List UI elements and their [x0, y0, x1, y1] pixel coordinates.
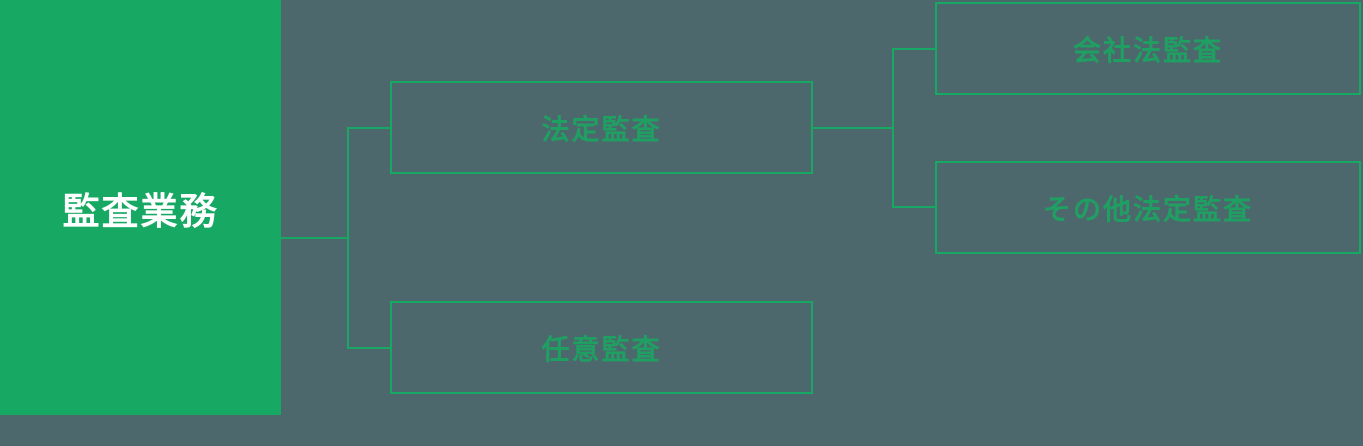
node-audit-services: 監査業務 — [0, 0, 281, 415]
connector-voluntary-branch — [349, 347, 390, 349]
node-other-statutory-audit-label: その他法定監査 — [1042, 193, 1253, 225]
node-companies-act-audit-label: 会社法監査 — [1072, 34, 1223, 66]
connector-companies-act-branch — [894, 48, 935, 50]
node-other-statutory-audit: その他法定監査 — [935, 161, 1361, 254]
node-voluntary-audit-label: 任意監査 — [541, 333, 662, 365]
connector-statutory-branch — [349, 127, 390, 129]
node-statutory-audit-label: 法定監査 — [541, 113, 662, 145]
connector-statutory-horizontal — [813, 127, 892, 129]
connector-root-horizontal — [281, 237, 347, 239]
connector-level1-vertical — [347, 127, 349, 349]
node-companies-act-audit: 会社法監査 — [935, 2, 1361, 95]
node-statutory-audit: 法定監査 — [390, 81, 813, 174]
connector-other-statutory-branch — [894, 206, 935, 208]
node-voluntary-audit: 任意監査 — [390, 301, 813, 394]
connector-level2-vertical — [892, 48, 894, 208]
node-audit-services-label: 監査業務 — [62, 190, 219, 232]
